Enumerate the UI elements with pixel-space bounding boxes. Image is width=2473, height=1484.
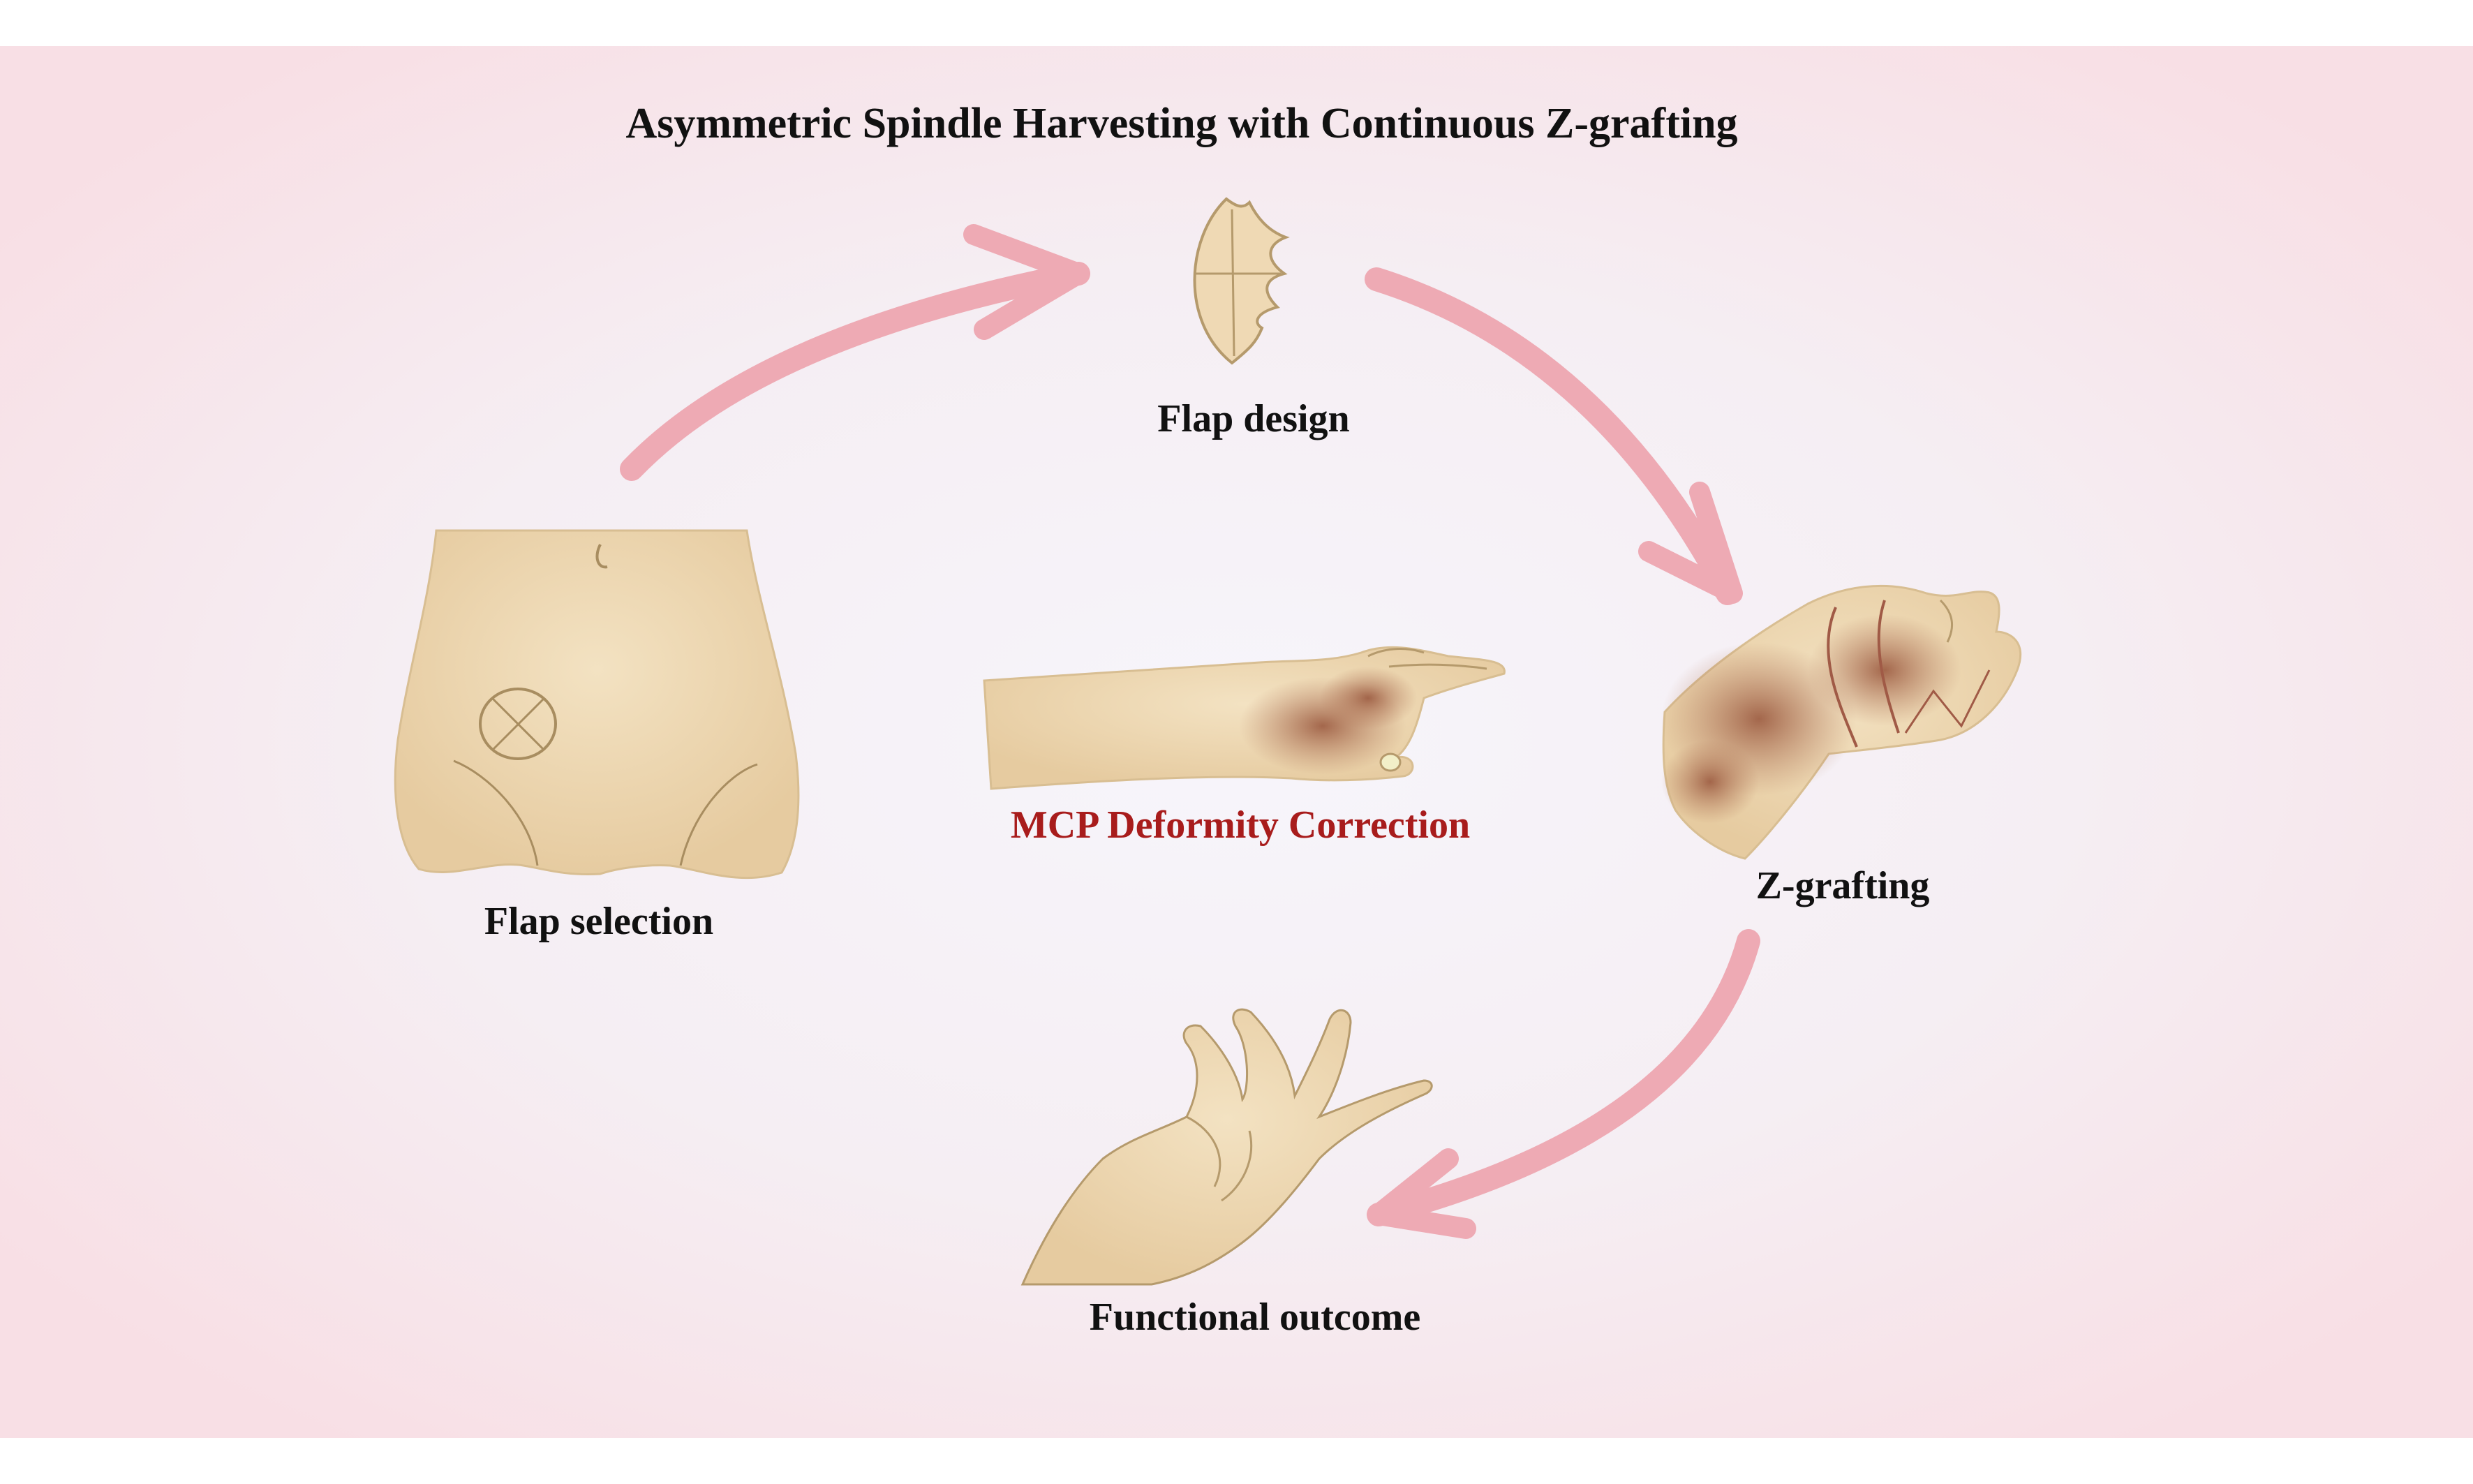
diagram-title: Asymmetric Spindle Harvesting with Conti… xyxy=(625,100,1738,147)
flap-design-illustration xyxy=(1193,197,1290,365)
mcp-deformity-illustration xyxy=(983,646,1506,790)
z-grafting-label: Z-grafting xyxy=(1755,864,1930,907)
mcp-deformity-label: MCP Deformity Correction xyxy=(1010,803,1471,847)
arrow-design-to-zgrafting xyxy=(1365,267,1743,605)
open-hand-illustration xyxy=(1020,1008,1433,1286)
flap-marking xyxy=(479,688,557,760)
flap-selection-label: Flap selection xyxy=(484,900,714,943)
abdomen-illustration xyxy=(394,529,800,880)
flap-design-label: Flap design xyxy=(1157,397,1350,440)
z-grafting-illustration xyxy=(1661,584,2022,860)
functional-outcome-label: Functional outcome xyxy=(1089,1296,1421,1339)
arrow-zgrafting-to-outcome xyxy=(1367,929,1760,1239)
arrow-selection-to-design xyxy=(620,224,1090,481)
